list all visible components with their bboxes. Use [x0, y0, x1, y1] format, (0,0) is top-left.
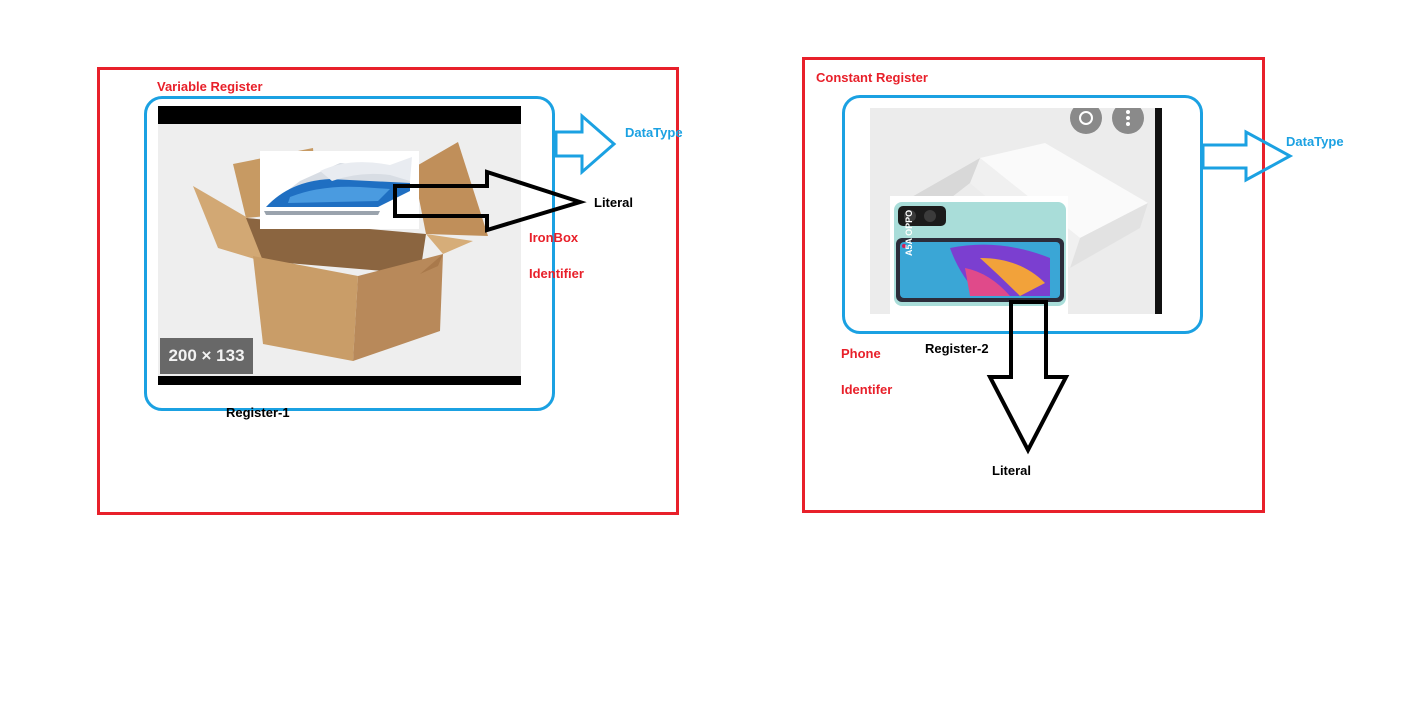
- left-datatype-arrow: [554, 112, 617, 176]
- register-1-label: Register-1: [226, 405, 290, 420]
- phone-product-image: A5A OPPO: [870, 108, 1162, 314]
- right-datatype-label: DataType: [1286, 134, 1344, 149]
- left-datatype-label: DataType: [625, 125, 683, 140]
- phone-value-label: Phone: [841, 346, 881, 361]
- right-datatype-arrow: [1201, 129, 1294, 183]
- register-1-box: [144, 96, 555, 411]
- right-literal-arrow: [986, 300, 1070, 455]
- cardboard-box-image: [158, 106, 521, 385]
- right-literal-label: Literal: [992, 463, 1032, 478]
- left-literal-label: Literal: [594, 195, 634, 210]
- image-size-text: 200 × 133: [168, 346, 245, 365]
- image-size-badge: 200 × 133: [160, 338, 253, 374]
- constant-register-frame: [802, 57, 1265, 513]
- variable-register-frame: [97, 67, 679, 515]
- variable-register-title: Variable Register: [157, 79, 263, 94]
- left-identifier-label: Identifier: [529, 266, 584, 281]
- iron-box-image: [260, 151, 419, 229]
- register-2-box: [842, 95, 1203, 334]
- ironbox-value-label: IronBox: [529, 230, 579, 245]
- register-2-label: Register-2: [925, 341, 989, 356]
- left-literal-arrow: [393, 169, 587, 233]
- right-identifier-label: Identifer: [841, 382, 893, 397]
- constant-register-title: Constant Register: [816, 70, 928, 85]
